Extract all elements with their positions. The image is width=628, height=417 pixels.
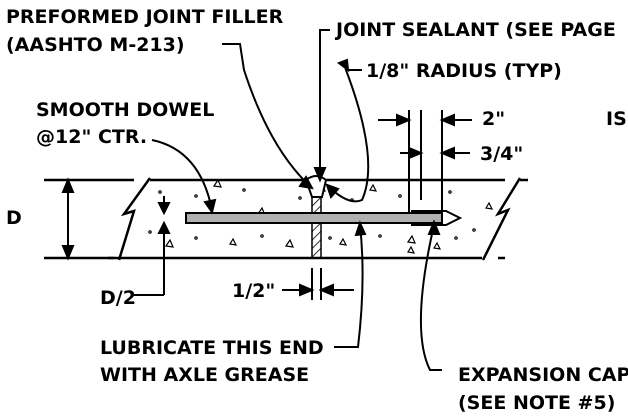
cap-label-line1: EXPANSION CAP [458,364,628,386]
filler-label-line1: PREFORMED JOINT FILLER [6,6,284,28]
dimension-3-4-label: 3/4" [480,143,524,165]
lubricate-label-line2: WITH AXLE GREASE [100,364,310,386]
lubricate-label-line1: LUBRICATE THIS END [100,337,324,359]
cap-label-line2: (SEE NOTE #5) [458,392,616,414]
dimension-2in-label: 2" [482,108,506,130]
dimension-half-in [282,268,354,300]
dimension-D2-label: D/2 [100,287,136,309]
filler-label-line2: (AASHTO M-213) [6,34,185,56]
sealant-label: JOINT SEALANT (SEE PAGE [336,19,616,41]
dowel-bar [185,212,443,224]
dowel-label-line2: @12" CTR. [36,126,148,148]
is-label: IS [606,108,627,130]
dimension-D2 [134,196,171,296]
slab-outline [44,177,528,261]
dimension-D-label: D [6,207,22,229]
dimension-D [61,177,75,261]
dimension-2in [378,110,472,212]
joint-filler [311,196,322,259]
leader-lines [151,29,442,371]
dowel-label-line1: SMOOTH DOWEL [36,99,215,121]
dimension-half-in-label: 1/2" [232,280,276,302]
radius-label: 1/8" RADIUS (TYP) [366,60,562,82]
